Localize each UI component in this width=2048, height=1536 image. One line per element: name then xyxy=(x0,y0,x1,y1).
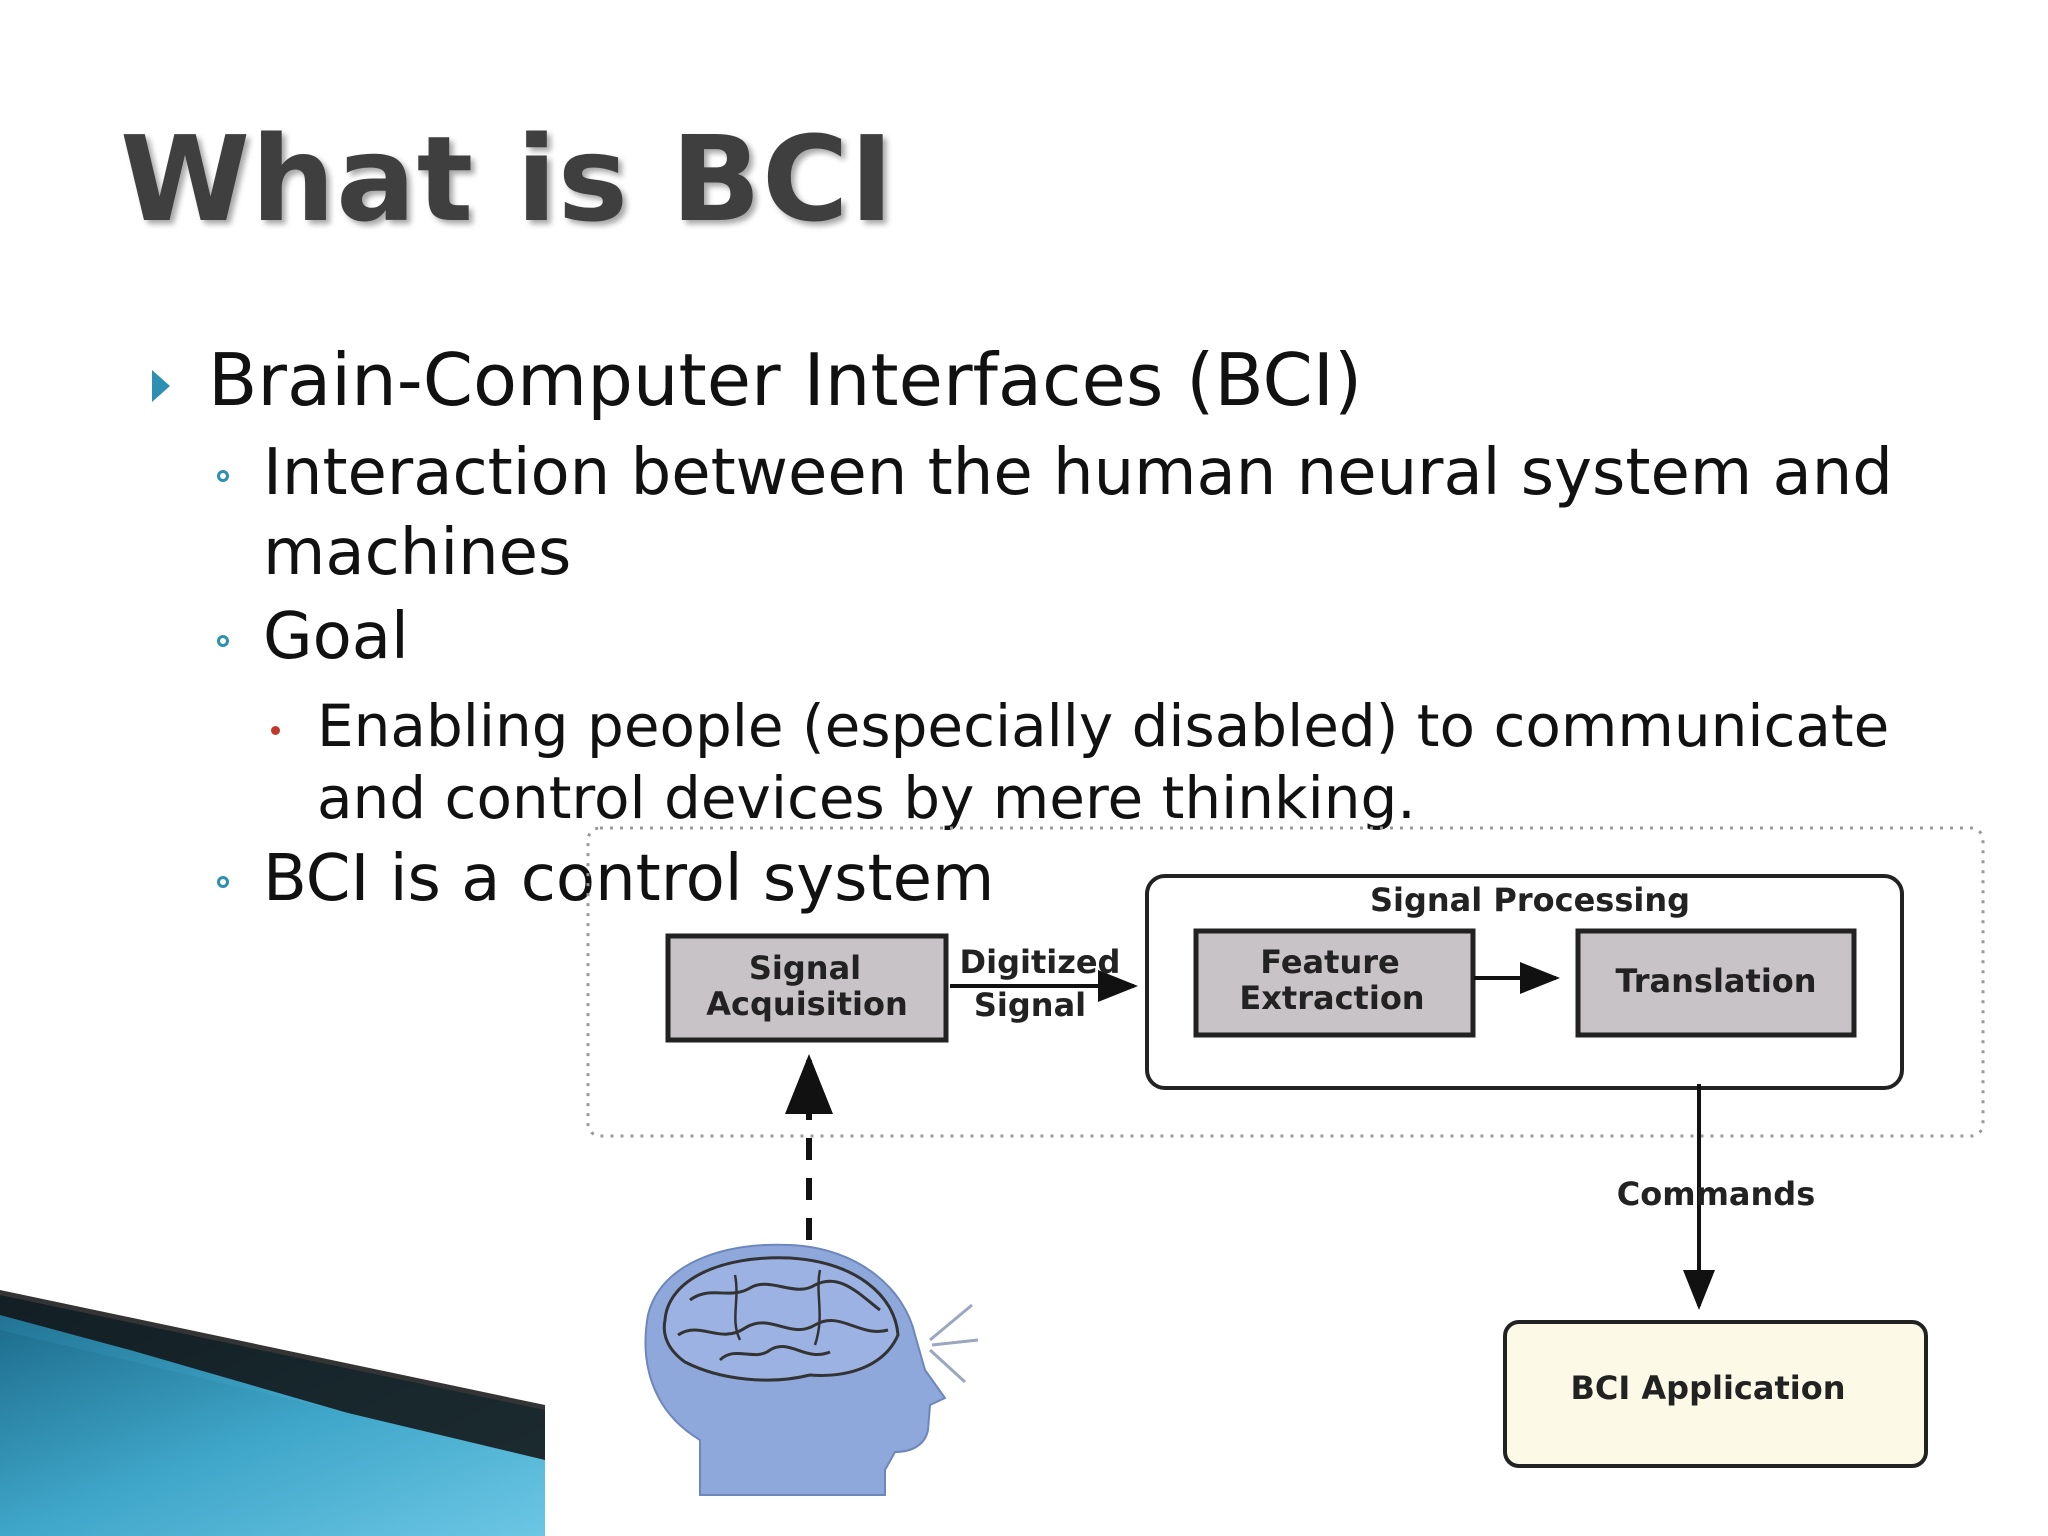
signal-acquisition-box xyxy=(665,933,949,1043)
translation-box xyxy=(1575,928,1857,1038)
bullet-interaction-line1: Interaction between the human neural sys… xyxy=(263,436,1893,510)
signal-processing-label: Signal Processing xyxy=(1370,881,1690,919)
bullet-bci-heading: Brain-Computer Interfaces (BCI) xyxy=(208,338,1363,422)
triangle-bullet-icon xyxy=(152,370,170,402)
feature-extraction-box xyxy=(1193,928,1476,1038)
bci-application-label: BCI Application xyxy=(1570,1369,1845,1407)
bullet-enabling-line2: and control devices by mere thinking. xyxy=(317,764,1416,832)
signal-acquisition-label-line2: Acquisition xyxy=(706,985,907,1023)
bullet-interaction-line2: machines xyxy=(263,516,572,590)
signal-acquisition-label-line1: Signal xyxy=(749,949,861,987)
dotted-region-outline xyxy=(586,826,1985,1138)
head-brain-icon xyxy=(644,1243,979,1496)
feature-extraction-label-line2: Extraction xyxy=(1239,979,1424,1017)
slide-title: What is BCI xyxy=(120,110,895,248)
feature-extraction-label-line1: Feature xyxy=(1260,943,1399,981)
bullet-goal: Goal xyxy=(263,600,409,674)
digitized-label-line1: Digitized xyxy=(960,943,1121,981)
circle-bullet-icon xyxy=(217,635,229,647)
bci-application-box xyxy=(1503,1320,1928,1468)
digitized-label-line2: Signal xyxy=(974,986,1086,1024)
dot-bullet-icon xyxy=(271,726,280,735)
circle-bullet-icon xyxy=(217,470,229,482)
commands-label: Commands xyxy=(1617,1175,1815,1213)
circle-bullet-icon xyxy=(217,876,229,888)
bullet-control-system: BCI is a control system xyxy=(263,842,995,916)
translation-label: Translation xyxy=(1615,962,1816,1000)
bullet-enabling-line1: Enabling people (especially disabled) to… xyxy=(317,692,1890,760)
corner-wedge-decoration xyxy=(0,1290,545,1536)
